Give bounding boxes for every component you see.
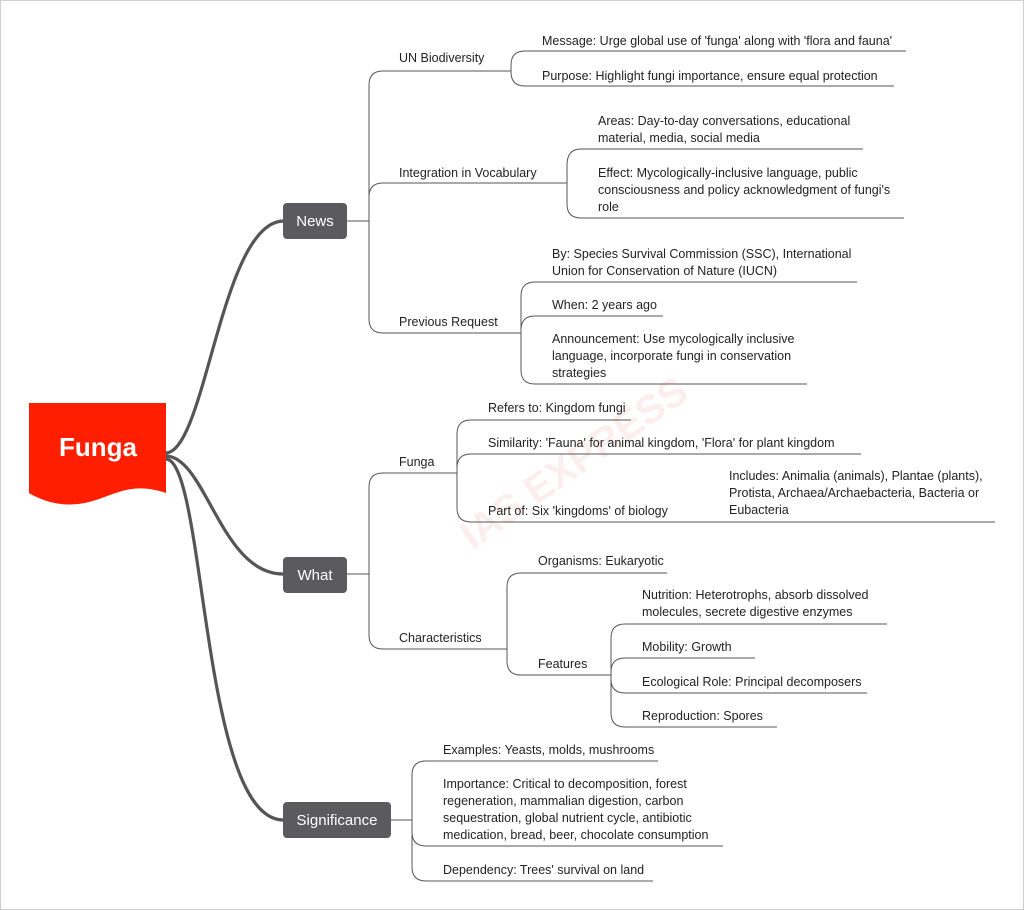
leaf-importance-line2[interactable]: regeneration, mammalian digestion, carbo…	[443, 794, 684, 808]
leaf-announcement-line2[interactable]: language, incorporate fungi in conservat…	[552, 349, 792, 363]
leaf-includes-line1[interactable]: Includes: Animalia (animals), Plantae (p…	[729, 469, 983, 483]
leaf-nutrition-line1[interactable]: Nutrition: Heterotrophs, absorb dissolve…	[642, 588, 869, 602]
link-root-what	[165, 454, 284, 576]
leaf-ecological-role[interactable]: Ecological Role: Principal decomposers	[642, 675, 862, 689]
leaf-examples[interactable]: Examples: Yeasts, molds, mushrooms	[443, 743, 655, 757]
topic-un-biodiversity[interactable]: UN Biodiversity	[399, 51, 485, 65]
branch-significance[interactable]: Significance	[283, 802, 391, 838]
leaf-dependency[interactable]: Dependency: Trees' survival on land	[443, 863, 645, 877]
leaf-areas-line2[interactable]: material, media, social media	[598, 131, 760, 145]
leaf-effect-line1[interactable]: Effect: Mycologically-inclusive language…	[598, 166, 858, 180]
leaf-announcement-line1[interactable]: Announcement: Use mycologically inclusiv…	[552, 332, 795, 346]
leaf-un-message[interactable]: Message: Urge global use of 'funga' alon…	[542, 34, 893, 48]
branch-news[interactable]: News	[283, 203, 347, 239]
leaf-effect-line2[interactable]: consciousness and policy acknowledgment …	[598, 183, 891, 197]
leaf-reproduction[interactable]: Reproduction: Spores	[642, 709, 763, 723]
topic-integration-vocabulary[interactable]: Integration in Vocabulary	[399, 166, 537, 180]
leaf-nutrition-line2[interactable]: molecules, secrete digestive enzymes	[642, 605, 853, 619]
leaf-part-of[interactable]: Part of: Six 'kingdoms' of biology	[488, 504, 668, 518]
leaf-by-line1[interactable]: By: Species Survival Commission (SSC), I…	[552, 247, 852, 261]
leaf-refers-to[interactable]: Refers to: Kingdom fungi	[488, 401, 626, 415]
topic-previous-request[interactable]: Previous Request	[399, 315, 498, 329]
root-node-shape	[29, 403, 166, 505]
topic-features[interactable]: Features	[538, 657, 588, 671]
leaf-includes-line2[interactable]: Protista, Archaea/Archaebacteria, Bacter…	[729, 486, 980, 500]
leaf-importance-line3[interactable]: sequestration, global nutrient cycle, an…	[443, 811, 692, 825]
leaf-includes-line3[interactable]: Eubacteria	[729, 503, 789, 517]
leaf-un-purpose[interactable]: Purpose: Highlight fungi importance, ens…	[542, 69, 878, 83]
topic-funga[interactable]: Funga	[399, 455, 435, 469]
leaf-effect-line3[interactable]: role	[598, 200, 619, 214]
leaf-areas-line1[interactable]: Areas: Day-to-day conversations, educati…	[598, 114, 851, 128]
root-title[interactable]: Funga	[59, 431, 137, 462]
leaf-when[interactable]: When: 2 years ago	[552, 298, 657, 312]
leaf-mobility[interactable]: Mobility: Growth	[642, 640, 732, 654]
leaf-importance-line1[interactable]: Importance: Critical to decomposition, f…	[443, 777, 687, 791]
topic-characteristics[interactable]: Characteristics	[399, 631, 482, 645]
leaf-organisms[interactable]: Organisms: Eukaryotic	[538, 554, 664, 568]
leaf-similarity[interactable]: Similarity: 'Fauna' for animal kingdom, …	[488, 436, 835, 450]
link-root-news	[165, 219, 284, 455]
link-root-significance	[165, 457, 284, 822]
branch-what[interactable]: What	[283, 557, 347, 593]
leaf-importance-line4[interactable]: medication, bread, beer, chocolate consu…	[443, 828, 709, 842]
leaf-by-line2[interactable]: Union for Conservation of Nature (IUCN)	[552, 264, 778, 278]
leaf-announcement-line3[interactable]: strategies	[552, 366, 607, 380]
